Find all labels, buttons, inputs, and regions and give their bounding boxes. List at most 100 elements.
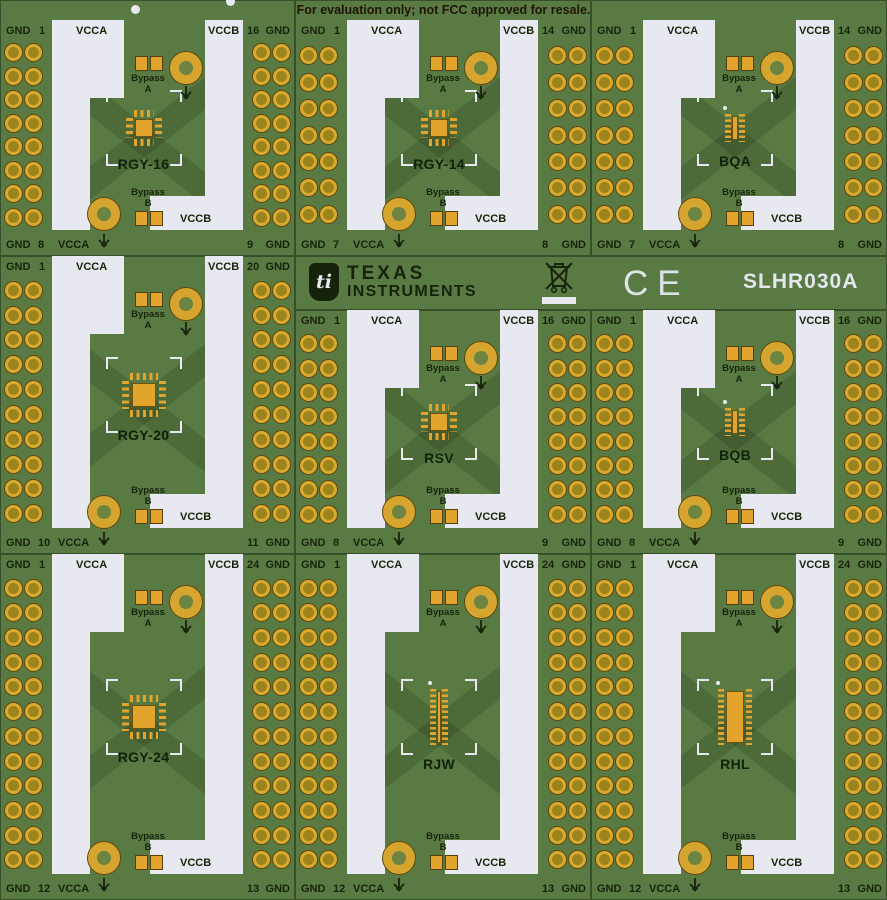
cap-pad (150, 56, 163, 71)
pin-hole (320, 126, 337, 144)
cap-pad (741, 509, 754, 524)
bypass-a-letter: A (735, 617, 743, 629)
pin-hole (300, 653, 317, 671)
label-vcca-top: VCCA (667, 25, 699, 37)
pad-row-left (125, 118, 133, 138)
pin-hole (300, 179, 317, 197)
pin-hole (596, 205, 613, 223)
pin-hole (253, 331, 270, 349)
corner-mark (465, 154, 477, 166)
pin-hole (5, 727, 22, 745)
pin-hole (549, 851, 566, 869)
center-pad (437, 691, 441, 743)
pin-hole (253, 653, 270, 671)
weee-icon (545, 262, 573, 294)
pin-hole (253, 480, 270, 498)
pin-hole (616, 359, 633, 377)
ground-symbol-icon (689, 878, 701, 892)
pin-hole (320, 826, 337, 844)
pin-hole (253, 455, 270, 473)
cap-pad (150, 855, 163, 870)
pin-hole (5, 480, 22, 498)
bypass-b-label: Bypass B (126, 831, 170, 854)
pad-row-right (158, 703, 166, 731)
center-pad (430, 119, 448, 137)
pin-hole (25, 678, 42, 696)
pin-hole (865, 383, 882, 401)
pin-hole (300, 826, 317, 844)
pin-hole (273, 185, 290, 203)
pin-hole (5, 801, 22, 819)
label-vccb-bottom: VCCB (475, 511, 507, 523)
pin-hole (569, 703, 586, 721)
label-vcca-top: VCCA (667, 559, 699, 571)
pin-hole (845, 653, 862, 671)
bypass-cap-b (726, 509, 754, 524)
package-name-label: RSV (424, 450, 454, 466)
pin-hole (569, 73, 586, 91)
pin-hole (5, 752, 22, 770)
silkscreen-vcca-bar (347, 554, 385, 874)
label-gnd-bottom-left: GND (6, 537, 31, 549)
corner-mark (761, 448, 773, 460)
pad-row-left (421, 412, 428, 432)
pin-hole (569, 47, 586, 65)
pin-hole (253, 727, 270, 745)
pin-hole (596, 604, 613, 622)
silkscreen-vccb-bar (205, 554, 243, 874)
pin-hole (273, 826, 290, 844)
pin-hole (549, 359, 566, 377)
ic-footprint (125, 110, 162, 146)
pin-hole (320, 432, 337, 450)
corner-mark (105, 421, 118, 433)
ground-symbol-icon (771, 620, 783, 634)
bypass-text: Bypass (722, 831, 756, 843)
pin-hole (300, 703, 317, 721)
silkscreen-vccb-area (445, 840, 538, 874)
pad-row-top (429, 404, 449, 411)
label-gnd-top-right: GND (561, 315, 586, 327)
label-vccb-top: VCCB (503, 315, 535, 327)
ti-logo: ti TEXAS INSTRUMENTS (309, 263, 477, 301)
pin-hole (845, 383, 862, 401)
pin-hole (569, 179, 586, 197)
package-name-label: BQB (718, 447, 751, 463)
pin-column (300, 38, 317, 232)
pin-hole (549, 456, 566, 474)
cap-pad (726, 211, 739, 226)
pin-header-right (253, 38, 290, 232)
test-point-bottom (679, 496, 711, 528)
pin-hole (616, 432, 633, 450)
bypass-b-label: Bypass B (421, 485, 465, 508)
bypass-b-letter: B (144, 496, 152, 508)
pin-hole (569, 100, 586, 118)
ic-footprint (121, 695, 166, 739)
pin-hole (596, 100, 613, 118)
pin-hole (596, 678, 613, 696)
board-section: RGY-16 GND 1 VCCA VCCB 16 GND GND 8 VCCA… (0, 0, 295, 256)
pin-hole (845, 604, 862, 622)
pin-hole (616, 152, 633, 170)
pin-hole (320, 653, 337, 671)
pin-header-left (596, 328, 633, 530)
pin-hole (253, 579, 270, 597)
label-pin-bottom-right: 9 (542, 537, 549, 549)
center-pad (430, 413, 448, 431)
pin-hole (865, 205, 882, 223)
bypass-b-letter: B (144, 842, 152, 854)
bypass-cap-b (135, 211, 163, 226)
pin-hole (549, 152, 566, 170)
board-section: BQA GND 1 VCCA VCCB 14 GND GND 7 VCCA VC… (591, 0, 887, 256)
corner-mark (105, 154, 118, 166)
pin-column (5, 572, 22, 876)
label-vccb-bottom: VCCB (180, 511, 212, 523)
pin-header-right (549, 572, 586, 876)
pin-hole (273, 727, 290, 745)
label-vccb-bottom: VCCB (180, 213, 212, 225)
pin-hole (5, 331, 22, 349)
cap-pad (430, 855, 443, 870)
pin-hole (5, 851, 22, 869)
pin-column (845, 572, 862, 876)
pin-column (569, 328, 586, 530)
pin-column (596, 328, 613, 530)
